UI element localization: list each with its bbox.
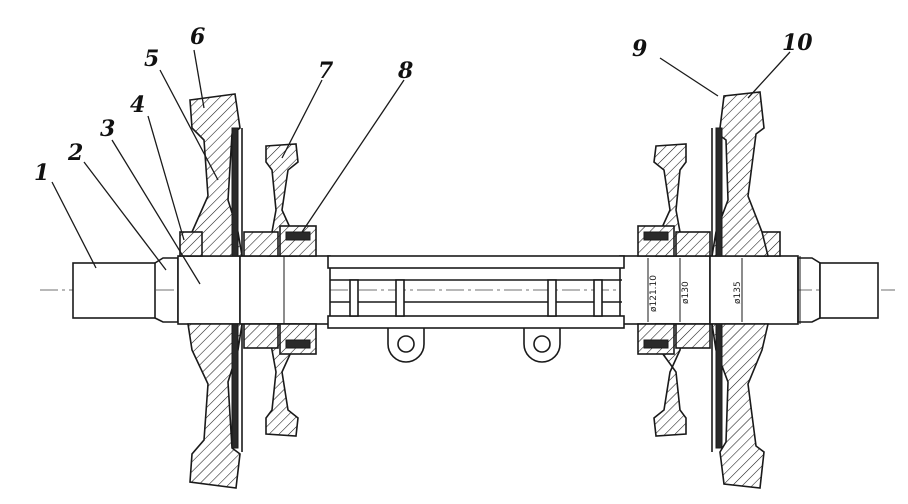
part-label-1: 1 — [34, 160, 49, 186]
leader-9 — [659, 57, 719, 97]
left-tyre-upper — [231, 127, 239, 257]
dimension-label-3: ø135 — [733, 281, 743, 304]
part-label-4: 4 — [130, 92, 145, 118]
frame-top-tube — [327, 255, 625, 269]
right-wheel-upper — [711, 91, 770, 257]
leader-2 — [83, 161, 167, 271]
left-spacer-upper — [243, 231, 279, 257]
right-tyre-upper — [715, 127, 723, 257]
leader-10 — [747, 51, 791, 99]
left-wheel-seat — [177, 255, 241, 325]
right-tyre-lower — [715, 323, 723, 449]
right-spacer-upper — [675, 231, 711, 257]
axle-body-left — [239, 255, 331, 325]
right-journal — [819, 262, 879, 319]
lug-hole-right — [533, 335, 551, 353]
lug-left — [387, 328, 425, 363]
part-label-8: 8 — [397, 58, 413, 84]
part-number-labels: 1 2 3 4 5 6 7 8 9 10 — [34, 24, 813, 186]
right-bearing-roller-lower — [643, 339, 669, 349]
right-bearing — [637, 225, 781, 355]
left-bearing-upper — [279, 225, 317, 257]
left-bearing-roller-lower — [285, 339, 311, 349]
central-frame — [327, 255, 625, 363]
part-label-3: 3 — [100, 116, 115, 142]
left-tyre-lower — [231, 323, 239, 449]
left-journal — [72, 262, 156, 319]
leader-1 — [51, 181, 97, 269]
left-bearing — [179, 225, 317, 355]
right-spacer-lower — [675, 323, 711, 349]
right-bearing-lower — [637, 323, 675, 355]
part-label-9: 9 — [632, 36, 647, 62]
frame-strut-1 — [349, 279, 359, 317]
frame-strut-3 — [547, 279, 557, 317]
frame-strut-4 — [593, 279, 603, 317]
frame-strut-2 — [395, 279, 405, 317]
right-bearing-upper — [637, 225, 675, 257]
dimension-label-1: ø121.10 — [649, 275, 659, 312]
right-wheel-lower — [711, 323, 770, 489]
part-label-7: 7 — [318, 58, 334, 84]
part-label-6: 6 — [190, 24, 205, 50]
lug-hole-left — [397, 335, 415, 353]
leader-8 — [301, 79, 405, 233]
part-label-10: 10 — [782, 30, 813, 56]
frame-bottom-tube — [327, 315, 625, 329]
part-label-5: 5 — [144, 46, 159, 72]
left-spacer-lower — [243, 323, 279, 349]
leader-6 — [193, 49, 205, 109]
leader-3 — [111, 139, 201, 285]
right-wheel — [711, 91, 770, 489]
left-bearing-lower — [279, 323, 317, 355]
dimension-lines — [647, 258, 743, 322]
leader-4 — [147, 115, 185, 241]
right-bearing-roller-upper — [643, 231, 669, 241]
left-hub-collar-upper — [179, 231, 203, 257]
right-wheel-seat — [709, 255, 799, 325]
lug-right — [523, 328, 561, 363]
dimension-texts: ø121.10 ø130 ø135 — [649, 275, 743, 312]
axle-body-right — [619, 255, 711, 325]
leader-5 — [159, 69, 219, 181]
left-bearing-roller-upper — [285, 231, 311, 241]
leader-lines — [51, 49, 791, 285]
part-label-2: 2 — [67, 140, 83, 166]
leader-7 — [281, 79, 323, 159]
dimension-label-2: ø130 — [681, 281, 691, 304]
